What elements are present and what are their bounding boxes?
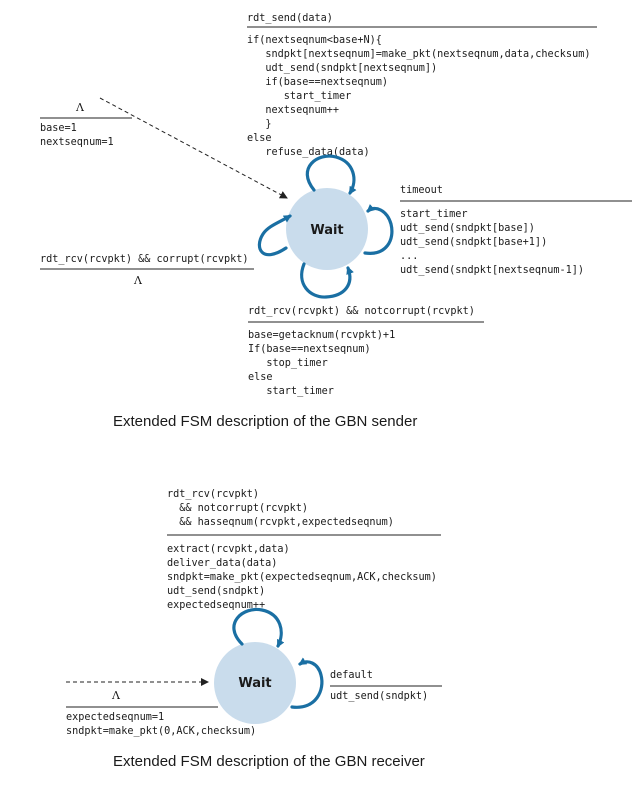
sender-notcorrupt-action-2: stop_timer (248, 358, 328, 369)
sender-wait-state: Wait (286, 188, 368, 270)
receiver-rdt-rcv-action-1: deliver_data(data) (167, 558, 277, 569)
receiver-rdt-rcv-action-0: extract(rcvpkt,data) (167, 544, 290, 555)
sender-notcorrupt-action-1: If(base==nextseqnum) (248, 344, 371, 355)
sender-rdt-send-action-5: nextseqnum++ (247, 105, 339, 116)
sender-notcorrupt-action-0: base=getacknum(rcvpkt)+1 (248, 330, 395, 341)
sender-rdt-send-action-3: if(base==nextseqnum) (247, 77, 388, 88)
sender-loop-left (257, 214, 292, 257)
receiver-rdt-rcv-action-4: expectedseqnum++ (167, 600, 265, 611)
sender-notcorrupt-transition: rdt_rcv(rcvpkt) && notcorrupt(rcvpkt) ba… (248, 306, 484, 397)
sender-rdt-send-action-2: udt_send(sndpkt[nextseqnum]) (247, 63, 437, 74)
sender-init-dashed-arrow (99, 97, 288, 199)
receiver-loop-top (232, 607, 285, 648)
receiver-fsm: rdt_rcv(rcvpkt) && notcorrupt(rcvpkt) &&… (66, 489, 442, 770)
receiver-rdt-rcv-event-1: && notcorrupt(rcvpkt) (167, 503, 308, 514)
sender-loop-right (363, 204, 394, 255)
sender-wait-circle (286, 188, 368, 270)
sender-caption: Extended FSM description of the GBN send… (113, 413, 417, 430)
sender-rdt-send-action-4: start_timer (247, 91, 351, 102)
sender-rdt-send-action-7: else (247, 133, 272, 144)
receiver-rdt-rcv-event-0: rdt_rcv(rcvpkt) (167, 489, 259, 500)
sender-init-action-1: nextseqnum=1 (40, 137, 114, 148)
receiver-init-action-0: expectedseqnum=1 (66, 712, 164, 723)
receiver-default-transition: default udt_send(sndpkt) (330, 670, 442, 702)
sender-timeout-action-4: udt_send(sndpkt[nextseqnum-1]) (400, 265, 584, 276)
sender-timeout-action-3: ... (400, 251, 418, 262)
sender-init-transition: Λ base=1 nextseqnum=1 (40, 97, 288, 199)
sender-timeout-action-0: start_timer (400, 209, 467, 220)
sender-notcorrupt-action-3: else (248, 372, 273, 383)
sender-corrupt-transition: rdt_rcv(rcvpkt) && corrupt(rcvpkt) Λ (40, 254, 254, 287)
sender-loop-top (305, 154, 357, 195)
receiver-caption: Extended FSM description of the GBN rece… (113, 753, 425, 770)
receiver-rdt-rcv-transition: rdt_rcv(rcvpkt) && notcorrupt(rcvpkt) &&… (167, 489, 441, 611)
receiver-init-transition: Λ expectedseqnum=1 sndpkt=make_pkt(0,ACK… (66, 678, 256, 737)
receiver-default-action: udt_send(sndpkt) (330, 691, 428, 702)
receiver-rdt-rcv-event-2: && hasseqnum(rcvpkt,expectedseqnum) (167, 517, 394, 528)
receiver-wait-circle (214, 642, 296, 724)
receiver-init-event: Λ (111, 689, 121, 702)
receiver-rdt-rcv-action-3: udt_send(sndpkt) (167, 586, 265, 597)
sender-corrupt-event: rdt_rcv(rcvpkt) && corrupt(rcvpkt) (40, 254, 249, 265)
sender-rdt-send-action-0: if(nextseqnum<base+N){ (247, 35, 382, 46)
sender-loop-bottom (300, 262, 354, 299)
receiver-rdt-rcv-action-2: sndpkt=make_pkt(expectedseqnum,ACK,check… (167, 572, 437, 583)
sender-init-action-0: base=1 (40, 123, 77, 134)
receiver-init-action-1: sndpkt=make_pkt(0,ACK,checksum) (66, 726, 256, 737)
sender-init-event: Λ (75, 101, 85, 114)
sender-rdt-send-event: rdt_send(data) (247, 13, 333, 24)
sender-rdt-send-action-8: refuse_data(data) (247, 147, 370, 158)
sender-timeout-action-1: udt_send(sndpkt[base]) (400, 223, 535, 234)
receiver-wait-label: Wait (238, 676, 271, 691)
sender-timeout-action-2: udt_send(sndpkt[base+1]) (400, 237, 547, 248)
receiver-default-event: default (330, 670, 373, 681)
sender-timeout-transition: timeout start_timer udt_send(sndpkt[base… (400, 185, 632, 276)
receiver-wait-state: Wait (214, 642, 296, 724)
sender-rdt-send-transition: rdt_send(data) if(nextseqnum<base+N){ sn… (247, 13, 597, 158)
sender-notcorrupt-event: rdt_rcv(rcvpkt) && notcorrupt(rcvpkt) (248, 306, 475, 317)
sender-rdt-send-action-6: } (247, 119, 272, 130)
sender-corrupt-action: Λ (133, 274, 143, 287)
receiver-loop-right (290, 657, 324, 709)
sender-wait-label: Wait (310, 223, 343, 238)
sender-notcorrupt-action-4: start_timer (248, 386, 334, 397)
sender-rdt-send-action-1: sndpkt[nextseqnum]=make_pkt(nextseqnum,d… (247, 49, 590, 60)
sender-fsm: rdt_send(data) if(nextseqnum<base+N){ sn… (40, 13, 632, 430)
sender-timeout-event: timeout (400, 185, 443, 196)
